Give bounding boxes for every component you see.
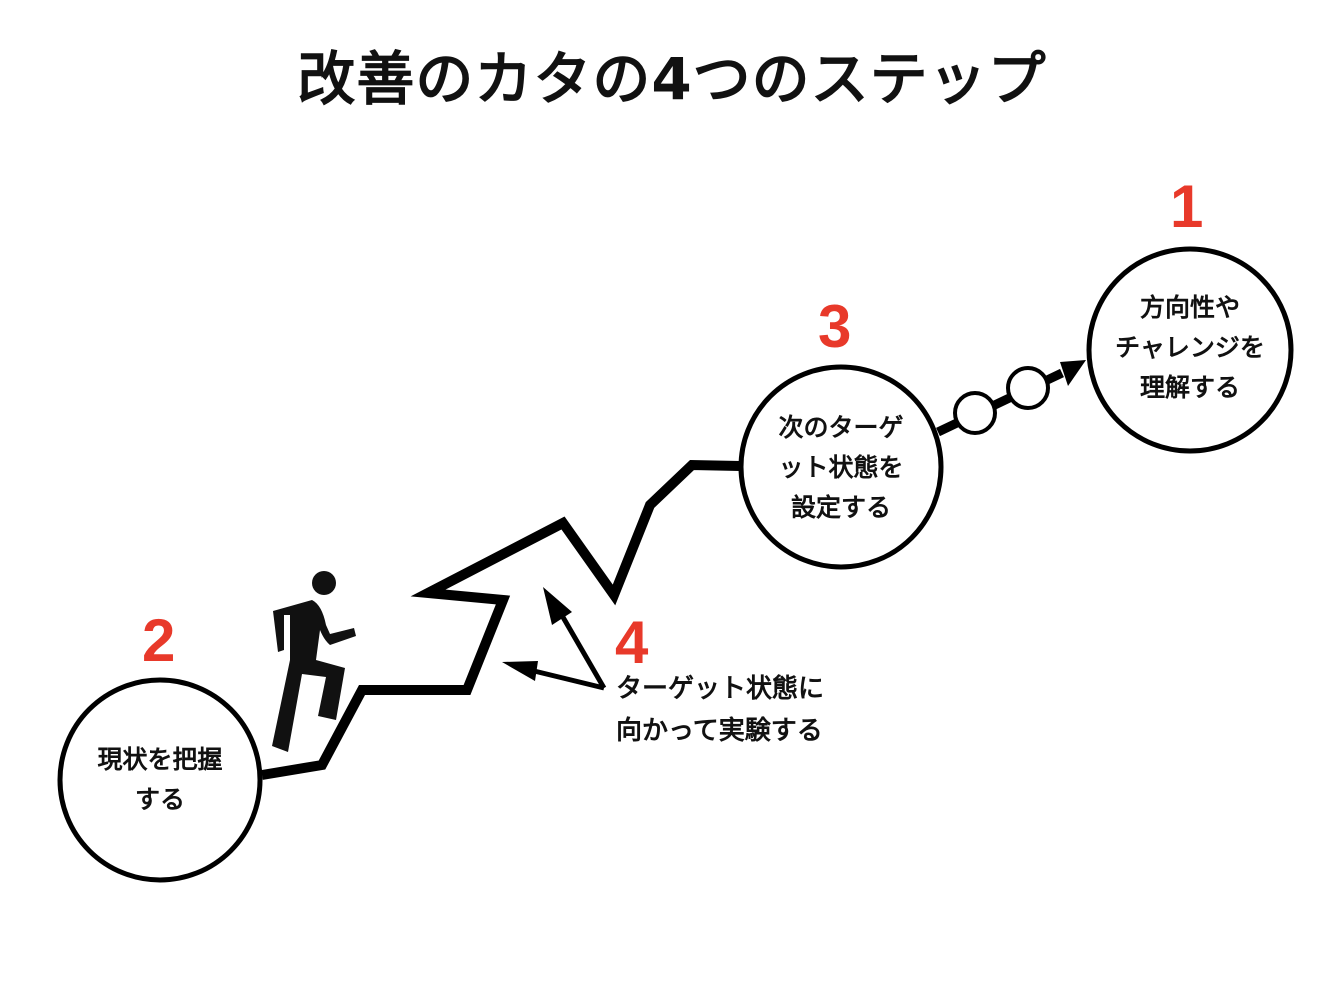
step-4-line: 向かって実験する <box>616 716 823 746</box>
step-3-line: ット状態を <box>778 453 904 482</box>
step-3-circle <box>738 364 944 570</box>
step-1-label: 方向性や チャレンジを 理解する <box>1090 288 1290 408</box>
step-1-circle <box>1086 246 1294 454</box>
arrowhead-icon <box>502 661 538 681</box>
milestone-dot <box>953 391 997 435</box>
step-2-circle <box>57 677 263 883</box>
step-number-2: 2 <box>142 607 176 674</box>
arrowhead-icon <box>543 587 572 625</box>
experiment-arrow-up <box>557 610 607 690</box>
diagram-title: 改善のカタの4つのステップ <box>297 45 1047 113</box>
arrowhead-icon <box>1060 360 1086 386</box>
step-2-line: する <box>134 785 185 814</box>
milestone-dot <box>1006 366 1050 410</box>
progress-path <box>261 459 741 780</box>
step-1-line: 方向性や <box>1139 293 1240 322</box>
step-4-label: ターゲット状態に 向かって実験する <box>616 668 824 752</box>
experiment-arrow-left <box>529 667 605 691</box>
step-3-line: 次のターゲ <box>778 413 904 442</box>
step-4-line: ターゲット状態に <box>616 674 825 704</box>
step-number-1: 1 <box>1170 173 1204 240</box>
step-3-label: 次のターゲ ット状態を 設定する <box>741 408 941 528</box>
step-number-4: 4 <box>615 609 649 676</box>
step-1-line: チャレンジを <box>1115 333 1265 362</box>
running-person-icon <box>272 571 356 752</box>
step-3-line: 設定する <box>790 493 891 522</box>
step-2-label: 現状を把握 する <box>60 740 260 820</box>
step-2-line: 現状を把握 <box>97 745 223 774</box>
step-number-3: 3 <box>818 293 852 360</box>
step-1-line: 理解する <box>1139 373 1240 402</box>
